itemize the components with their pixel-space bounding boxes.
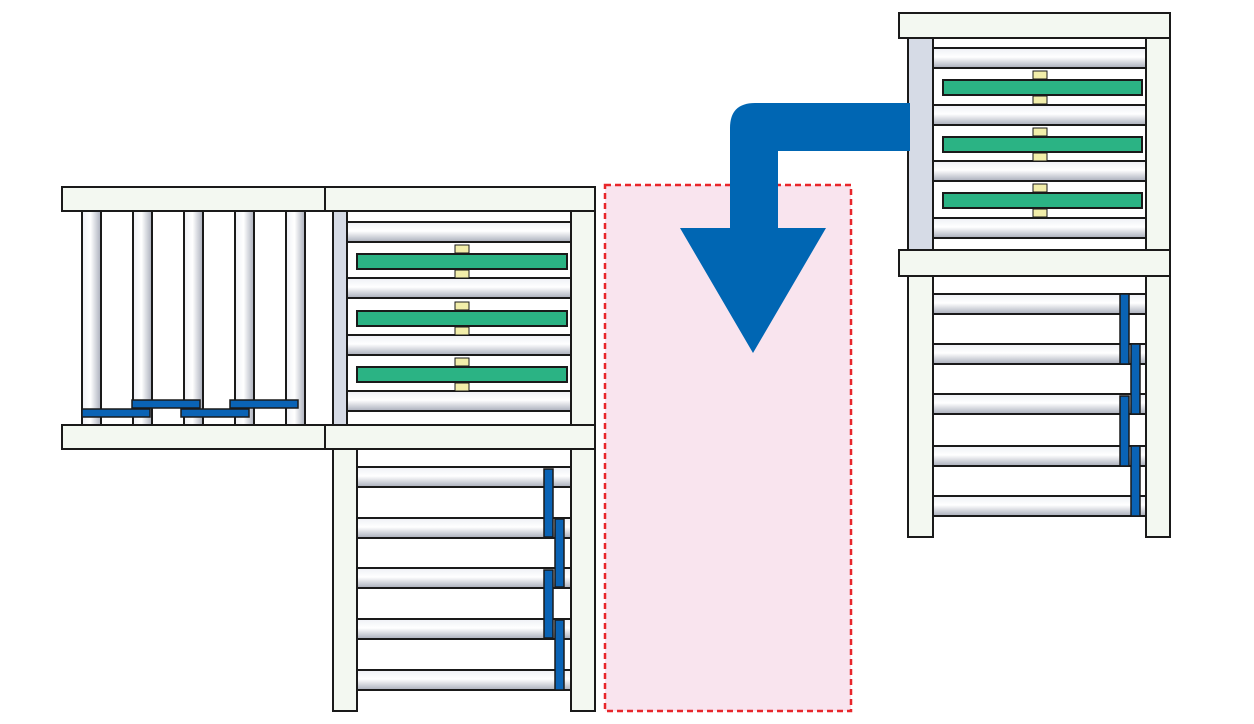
pusher-plate xyxy=(180,408,250,418)
roller xyxy=(346,277,572,299)
lift-block xyxy=(1032,95,1048,105)
pusher-plate xyxy=(543,468,554,538)
transfer-chain xyxy=(356,253,568,270)
right-post xyxy=(1145,275,1171,538)
transfer-chain xyxy=(942,79,1143,96)
top-rail xyxy=(61,186,326,212)
lift-block xyxy=(454,301,470,311)
roller xyxy=(81,210,102,426)
arrow-down-icon xyxy=(680,103,910,353)
roller xyxy=(346,221,572,243)
transfer-conveyor-center xyxy=(324,186,596,450)
roller xyxy=(932,393,1147,415)
lift-block xyxy=(1032,183,1048,193)
outfeed-conveyor-bottom xyxy=(332,448,596,712)
left-post xyxy=(332,448,358,712)
right-post xyxy=(1145,37,1171,251)
roller-conveyor-left xyxy=(61,186,326,450)
pusher-plate xyxy=(554,619,565,691)
middle-rail xyxy=(898,249,1171,277)
lift-block xyxy=(454,357,470,367)
side-guide xyxy=(332,210,348,426)
roller xyxy=(346,390,572,412)
pusher-plate xyxy=(1130,343,1141,415)
transfer-chain xyxy=(942,192,1143,209)
lift-block xyxy=(454,269,470,279)
roller xyxy=(285,210,306,426)
transfer-chain xyxy=(356,366,568,383)
lift-block xyxy=(1032,208,1048,218)
lift-block xyxy=(454,244,470,254)
roller xyxy=(932,445,1147,467)
roller xyxy=(932,495,1147,517)
bottom-rail xyxy=(61,424,326,450)
pusher-plate xyxy=(81,408,151,418)
roller xyxy=(234,210,255,426)
outfeed-conveyor-right xyxy=(898,249,1171,538)
pusher-plate xyxy=(1119,395,1130,467)
roller xyxy=(932,47,1147,69)
pusher-plate xyxy=(1130,445,1141,517)
roller xyxy=(132,210,153,426)
roller xyxy=(356,466,572,488)
roller xyxy=(932,217,1147,239)
transfer-chain xyxy=(356,310,568,327)
right-post xyxy=(570,210,596,426)
lift-block xyxy=(1032,152,1048,162)
lift-block xyxy=(1032,127,1048,137)
top-rail xyxy=(324,186,596,212)
roller xyxy=(932,160,1147,182)
transfer-conveyor-right xyxy=(898,12,1171,251)
roller xyxy=(346,334,572,356)
roller xyxy=(356,517,572,539)
transfer-arrow xyxy=(680,103,910,353)
pusher-plate xyxy=(1119,293,1130,365)
pusher-plate xyxy=(229,399,299,409)
pusher-plate xyxy=(543,569,554,639)
lift-block xyxy=(1032,70,1048,80)
roller xyxy=(932,343,1147,365)
roller xyxy=(932,293,1147,315)
lift-block xyxy=(454,382,470,392)
pusher-plate xyxy=(131,399,201,409)
lift-block xyxy=(454,326,470,336)
roller xyxy=(356,567,572,589)
top-rail xyxy=(898,12,1171,39)
left-post xyxy=(907,275,934,538)
roller xyxy=(183,210,204,426)
pusher-plate xyxy=(554,518,565,588)
roller xyxy=(356,618,572,640)
right-post xyxy=(570,448,596,712)
roller xyxy=(356,669,572,691)
diagram-layer xyxy=(61,12,1171,713)
transfer-chain xyxy=(942,136,1143,153)
roller xyxy=(932,104,1147,126)
side-guide xyxy=(907,37,934,251)
bottom-rail xyxy=(324,424,596,450)
